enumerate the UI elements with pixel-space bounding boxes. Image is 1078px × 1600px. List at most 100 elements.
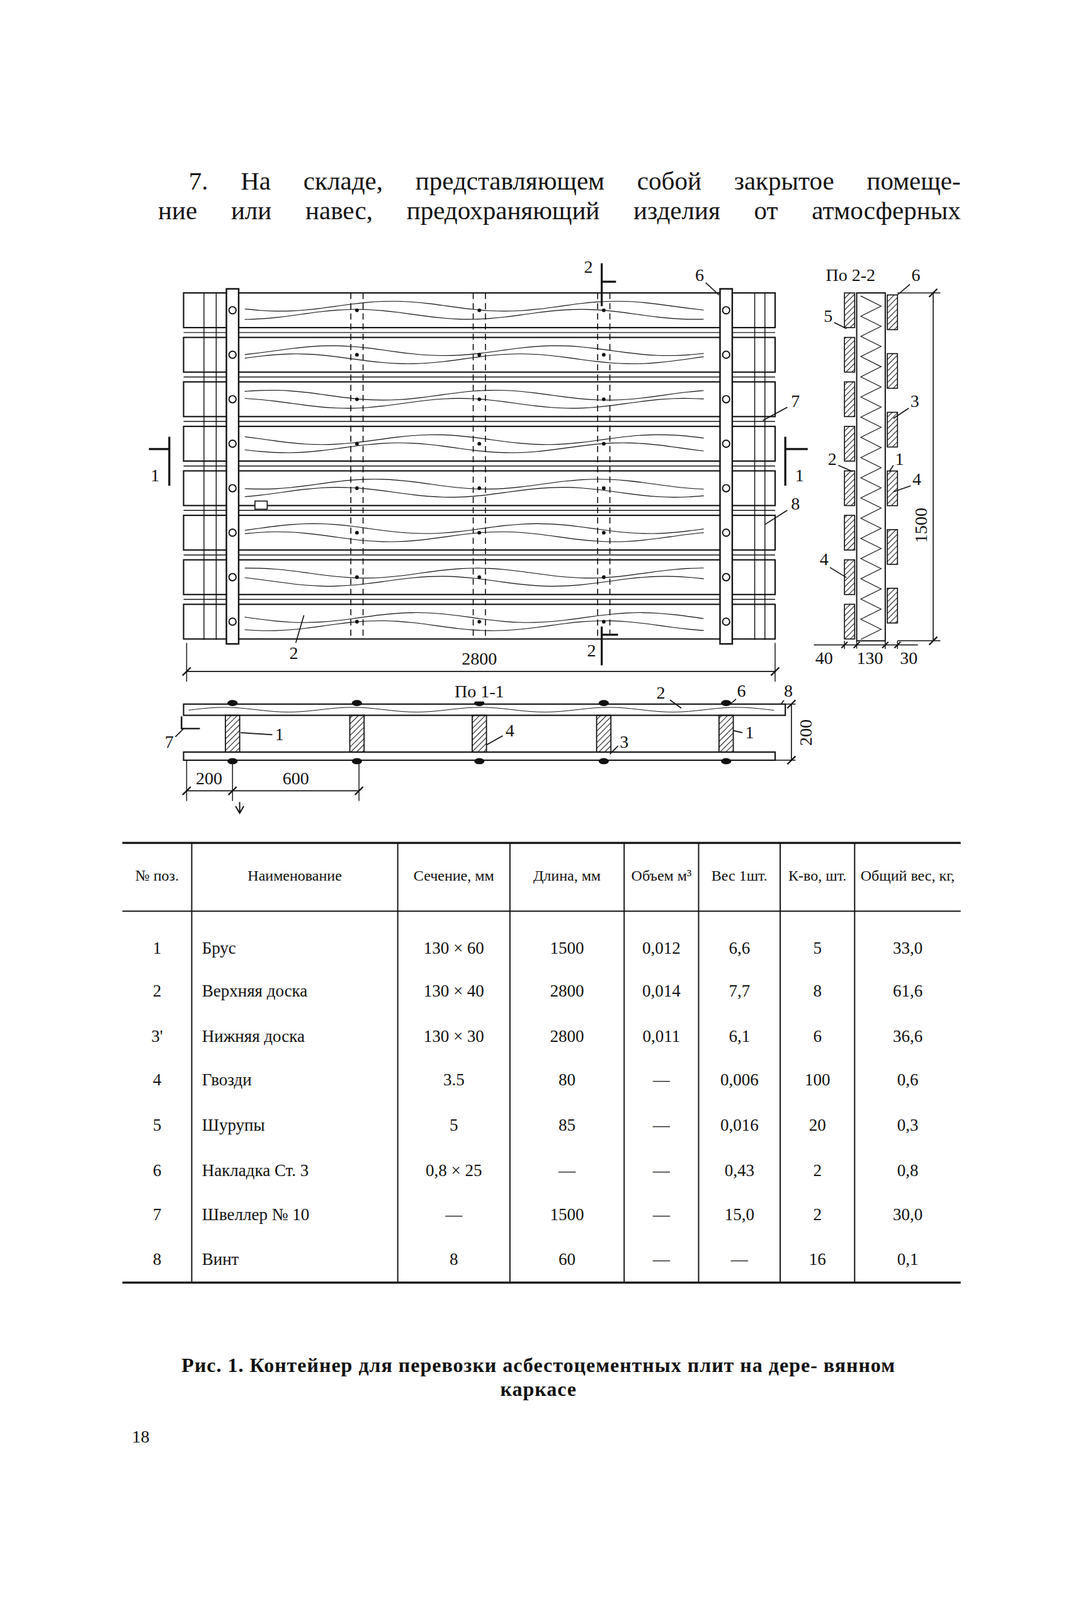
table-header: Общий вес, кг, [857,866,958,883]
board-end-line [754,292,755,640]
callout-number: 4 [911,469,923,490]
board-section [844,292,855,328]
nail-dot [601,486,606,490]
nail-dot [477,308,482,313]
table-cell: 7,7 [728,981,750,1001]
dimension-tick [182,666,191,676]
table-rule [623,842,625,1283]
dimension: 130 [855,647,885,668]
bolt-head [351,699,363,706]
extension-line [186,760,188,801]
bolt-symbol [229,573,237,581]
arrow-mark [235,801,244,813]
dimension-tick [787,755,796,764]
dimension: 2800 [460,649,499,669]
wood-grain [244,397,704,409]
table-cell: Накладка Ст. 3 [202,1161,310,1181]
leader-line [669,699,682,708]
bolt-head [351,758,363,765]
dimension-line [790,703,793,761]
dimension: 200 [194,768,224,788]
table-cell: 0,8 [897,1161,919,1181]
dimension-tick [787,699,796,708]
wood-grain [244,479,704,490]
section-line [168,436,171,486]
callout-number: 4 [818,549,830,569]
bolt-head [720,758,732,765]
dimension-line [186,670,776,672]
nail-dot [355,486,359,490]
upper-board [183,515,776,550]
bolt-head [227,699,238,706]
bolt-symbol [722,484,730,492]
table-header: Объем м³ [627,866,696,883]
callout-number: 8 [789,494,801,514]
leader-line [175,728,184,737]
beam-section [350,715,365,752]
wood-grain [244,300,704,312]
table-cell: 1 [153,938,162,958]
table-cell: 0,011 [642,1026,681,1046]
table-cell: 0,1 [897,1249,919,1269]
callout-number: 6 [736,680,748,701]
table-cell: 16 [809,1249,827,1269]
dimension-tick [770,666,779,676]
table-header: Вес 1шт. [701,866,778,883]
nail-dot [477,486,482,490]
leader-line [763,406,788,420]
body-text: ние или навес, предохраняющий изделия от… [158,197,961,226]
bolt-head [598,758,609,765]
bolt-head [598,699,609,706]
table-cell: 3' [151,1026,163,1046]
board-section [844,337,855,373]
callout-number: 6 [693,265,706,286]
lower-board-edge [183,465,776,466]
lower-board-edge [183,331,776,333]
table-cell: Шурупы [202,1115,266,1135]
callout-number: 2 [655,682,667,703]
upper-board [183,703,786,716]
nail-dot [355,352,359,357]
bolt-symbol [229,351,237,359]
upper-board [183,292,776,328]
dimension-line [186,790,359,792]
dimension: 600 [281,768,311,788]
lower-board-edge [183,554,776,555]
dimension-line [814,644,919,646]
callout-number: 7 [789,391,801,411]
table-rule [509,842,511,1283]
beam-hidden-line [596,292,599,640]
extension-line [232,763,233,801]
callout-number: 2 [826,448,839,469]
beam-hidden-line [609,292,611,640]
beam-section [719,715,734,752]
nail-dot [355,397,359,402]
table-cell: Винт [202,1249,240,1269]
nail-dot [477,352,482,357]
extension-line [358,763,359,801]
upper-board [183,337,776,373]
table-cell: 6,6 [728,938,750,958]
dimension-tick [355,786,364,795]
board-end-line [764,292,766,640]
table-header: Сечение, мм [401,866,507,883]
section-mark: 1 [794,465,806,485]
table-cell: Нижняя доска [202,1026,305,1046]
board-end-line [203,292,205,640]
board-end-line [215,292,217,640]
nail-dot [601,352,606,357]
table-cell: 0,016 [720,1115,759,1135]
table-header: Наименование [194,866,395,883]
body-text: 7. На складе, представляющем собой закры… [188,167,961,196]
table-cell: 6 [812,1026,822,1046]
table-cell: 130 × 60 [423,938,485,958]
upper-board [183,470,776,505]
board-section [887,294,898,330]
wood-grain [244,523,704,534]
leader-line [834,322,847,329]
table-cell: 2800 [550,1026,585,1046]
nail-dot [601,441,606,446]
table-header: № поз. [125,866,189,883]
leader-line [733,730,744,733]
table-cell: 15,0 [724,1205,755,1225]
